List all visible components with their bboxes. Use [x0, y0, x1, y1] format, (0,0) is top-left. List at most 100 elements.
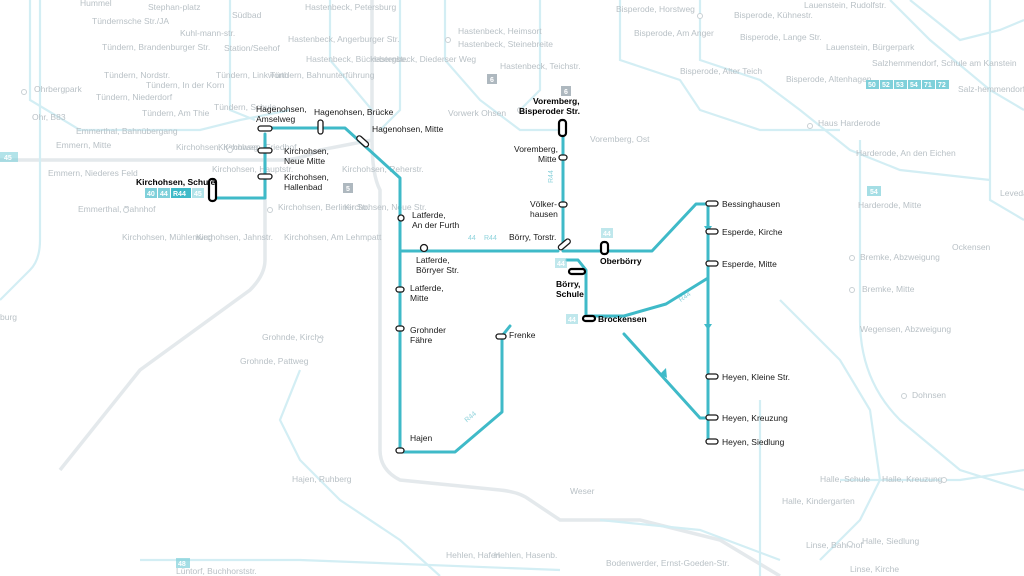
bg-label-emmerthal-bhf: Emmerthal, Bahnhof — [78, 204, 156, 214]
route-label-r44: R44 — [484, 235, 497, 242]
bg-label-kirchohsen-neue: Kirchohsen, Neue Str. — [344, 202, 427, 212]
svg-text:6: 6 — [490, 77, 494, 84]
badge-44-boerry: 44 — [555, 258, 567, 268]
bg-label-levedage: Levedag — [1000, 188, 1024, 198]
badge-44-brockensen: 44 — [566, 314, 578, 324]
svg-text:44: 44 — [568, 317, 576, 324]
stop-bessinghausen — [705, 200, 719, 207]
bg-label-hehlen: Hehlen, Hafen — [446, 550, 501, 560]
stop-grohnder-faehre — [395, 325, 405, 332]
bg-label-stationseehof: Station/Seehof — [224, 43, 280, 53]
svg-text:52: 52 — [882, 82, 890, 89]
stops[interactable]: Kirchohsen, Schule 40 44 R44 45 Kirchohs… — [136, 96, 790, 454]
bg-label-emmerthal-bahn: Emmerthal, Bahnübergang — [76, 126, 178, 136]
stop-hajen — [395, 447, 405, 454]
bg-label-hajen-ruhberg: Hajen, Ruhberg — [292, 474, 352, 484]
label-hagenohsen-mitte: Hagenohsen, Mitte — [372, 124, 444, 134]
bg-label-kirchohsen-haupt: Kirchohsen, Hauptstr. — [212, 164, 293, 174]
bg-badge-45: 45 — [0, 152, 18, 162]
kirchohsen-line-badges: 40 44 R44 45 — [145, 188, 204, 198]
stop-frenke — [495, 333, 507, 340]
bg-label-tuenderns: Tündernsche Str./JA — [92, 16, 169, 26]
label-boerry-schule: Börry,Schule — [556, 279, 584, 299]
bg-badge-5: 5 — [343, 183, 353, 193]
bg-label-harderode-mitte: Harderode, Mitte — [858, 200, 922, 210]
svg-text:6: 6 — [564, 89, 568, 96]
bg-label-kirchohsen-kirch: Kirchohsen, Kirchweg — [176, 142, 258, 152]
bg-label-hastenbeck-stein: Hastenbeck, Steinebreite — [458, 39, 553, 49]
bg-label-kuhlmannstr: Kuhl-mann-str. — [180, 28, 235, 38]
route-label-44: 44 — [468, 235, 476, 242]
bg-badge-54: 54 — [867, 186, 881, 196]
bg-label-emmern-mitte: Emmern, Mitte — [56, 140, 112, 150]
bg-label-grohnde-pattweg: Grohnde, Pattweg — [240, 356, 309, 366]
bg-label-tuendern-brand: Tündern, Brandenburger Str. — [102, 42, 210, 52]
label-voremberg-bisperoder: Voremberg,Bisperoder Str. — [519, 96, 580, 116]
stop-kirchohsen-neue-mitte — [257, 147, 273, 154]
svg-text:44: 44 — [603, 231, 611, 238]
bg-label-hastenbeck-pet: Hastenbeck, Petersburg — [305, 2, 396, 12]
bg-label-grohnde-kirche: Grohnde, Kirche — [262, 332, 324, 342]
bg-label-dohnsen: Dohnsen — [912, 390, 946, 400]
bg-label-bremke-abz: Bremke, Abzweigung — [860, 252, 940, 262]
stop-heyen-siedlung — [705, 438, 719, 445]
svg-text:54: 54 — [910, 82, 918, 89]
bg-label-bisperode-alten: Bisperode, Altenhagen — [786, 74, 872, 84]
bg-label-luentorf: Lüntorf, Buchhorststr. — [176, 566, 257, 576]
bg-label-lauenstein-burg: Lauenstein, Bürgerpark — [826, 42, 915, 52]
bg-label-kirchohsen-berl: Kirchohsen, Berliner Str. — [278, 202, 370, 212]
route-label-r44-south: R44 — [464, 410, 478, 424]
stop-voelkerhausen — [558, 201, 568, 208]
label-heyen-siedlung: Heyen, Siedlung — [722, 437, 785, 447]
bg-label-stephanplatz: Stephan-platz — [148, 2, 200, 12]
bg-label-emmern-feld: Emmern, Niederes Feld — [48, 168, 138, 178]
bg-label-haus-harderode: Haus Harderode — [818, 118, 881, 128]
label-esperde-mitte: Esperde, Mitte — [722, 259, 777, 269]
svg-text:71: 71 — [924, 82, 932, 89]
label-heyen-kleine: Heyen, Kleine Str. — [722, 372, 790, 382]
bg-label-hastenbeck-teich: Hastenbeck, Teichstr. — [500, 61, 581, 71]
salzhemmendorf-line-badges: 50 52 53 54 71 72 — [866, 80, 949, 89]
bg-label-tuendern-thie: Tündern, Am Thie — [142, 108, 210, 118]
bg-label-tuendern-korn: Tündern, In der Korn — [146, 80, 225, 90]
bg-label-lauenstein-rud: Lauenstein, Rudolfstr. — [804, 0, 886, 10]
bg-label-halle-kreuzung: Halle, Kreuzung — [882, 474, 943, 484]
bg-label-burg: burg — [0, 312, 17, 322]
badge-44-oberboerry: 44 — [601, 228, 613, 238]
stop-esperde-kirche — [705, 228, 719, 235]
svg-text:50: 50 — [868, 82, 876, 89]
stop-latferde-mitte — [395, 286, 405, 293]
label-heyen-kreuzung: Heyen, Kreuzung — [722, 413, 788, 423]
bg-label-hastenbeck-heim: Hastenbeck, Heimsort — [458, 26, 542, 36]
svg-text:53: 53 — [896, 82, 904, 89]
bg-label-bisperode-horst: Bisperode, Horstweg — [616, 4, 695, 14]
stop-kirchohsen-schule[interactable] — [207, 177, 218, 203]
svg-text:48: 48 — [178, 561, 186, 568]
route-label-r44-east: R44 — [678, 291, 693, 304]
bg-label-ohrbergpark: Ohrbergpark — [34, 84, 82, 94]
stop-oberboerry — [599, 240, 610, 256]
stop-hagenohsen-bruecke — [317, 119, 324, 135]
stop-voremberg-bisperoder — [557, 118, 568, 138]
direction-arrow-diag — [660, 368, 667, 378]
bg-label-kirchohsen-muehl: Kirchohsen, Mühlenweg — [122, 232, 213, 242]
bg-label-bodenwerder: Bodenwerder, Ernst-Goeden-Str. — [606, 558, 729, 568]
bg-label-ohr-b83: Ohr, B83 — [32, 112, 66, 122]
label-oberboerry: Oberbörry — [600, 256, 642, 266]
svg-text:40: 40 — [147, 191, 155, 198]
label-kirchohsen-schule: Kirchohsen, Schule — [136, 177, 216, 187]
bg-label-hastenbeck-died: Hastenbeck, Diederser Weg — [370, 54, 476, 64]
direction-arrow-down-2 — [704, 324, 712, 330]
bg-label-tuendern-nord: Tündern, Nordstr. — [104, 70, 170, 80]
svg-text:44: 44 — [160, 191, 168, 198]
stop-hagenohsen-mitte — [356, 135, 370, 148]
bg-label-salzhemmendorf: Salzhemmendorf, Schule am Kanstein — [872, 58, 1017, 68]
bg-label-wegensen-abz: Wegensen, Abzweigung — [860, 324, 951, 334]
stop-heyen-kreuzung — [705, 414, 719, 421]
stop-kirchohsen-hallenbad — [257, 173, 273, 180]
bg-label-hastenbeck-bueck: Hastenbeck, Bückebergstr. — [306, 54, 408, 64]
stop-hagenohsen-amselweg — [257, 125, 273, 132]
